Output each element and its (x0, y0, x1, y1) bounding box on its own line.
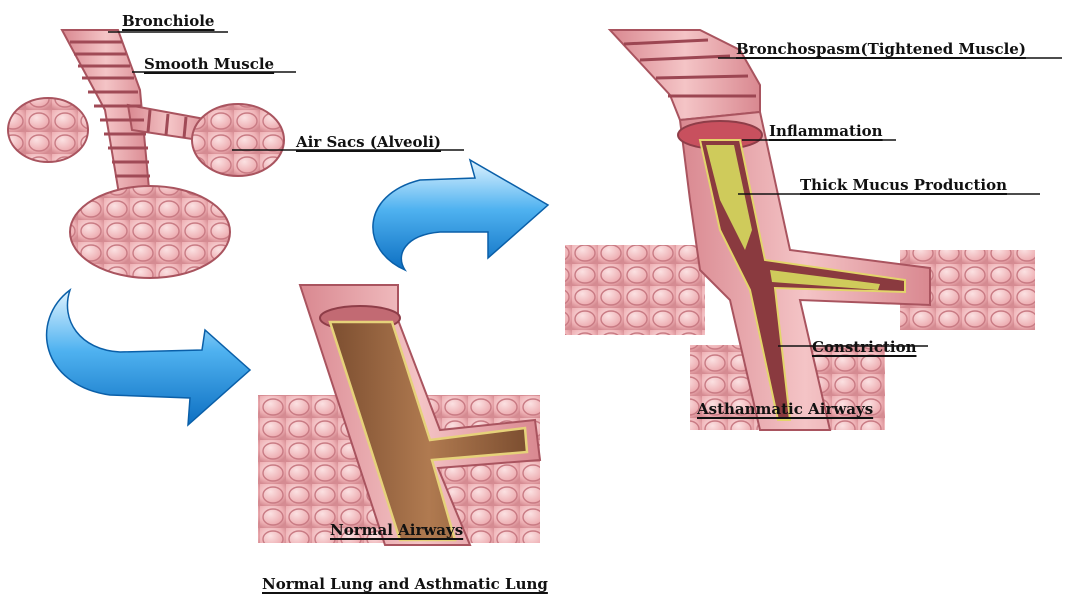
label-constriction: Constriction (812, 338, 917, 356)
asthmatic-airways-illustration (565, 30, 1035, 430)
curved-arrow-icon (373, 160, 548, 270)
alveoli-background (565, 245, 705, 335)
alveoli-cluster (70, 186, 230, 278)
label-smooth-muscle: Smooth Muscle (144, 55, 274, 73)
label-air-sacs: Air Sacs (Alveoli) (296, 133, 441, 151)
curved-arrow-icon (47, 290, 250, 425)
label-normal-airways: Normal Airways (330, 521, 463, 539)
label-bronchiole: Bronchiole (122, 12, 214, 30)
label-asthmatic-airways: Asthanmatic Airways (697, 400, 873, 418)
label-inflammation: Inflammation (769, 122, 883, 140)
label-thick-mucus: Thick Mucus Production (800, 176, 1007, 194)
caption: Normal Lung and Asthmatic Lung (262, 575, 548, 593)
alveoli-cluster (192, 104, 284, 176)
normal-airways-illustration (258, 285, 540, 545)
label-bronchospasm: Bronchospasm(Tightened Muscle) (736, 40, 1026, 58)
alveoli-cluster (8, 98, 88, 162)
